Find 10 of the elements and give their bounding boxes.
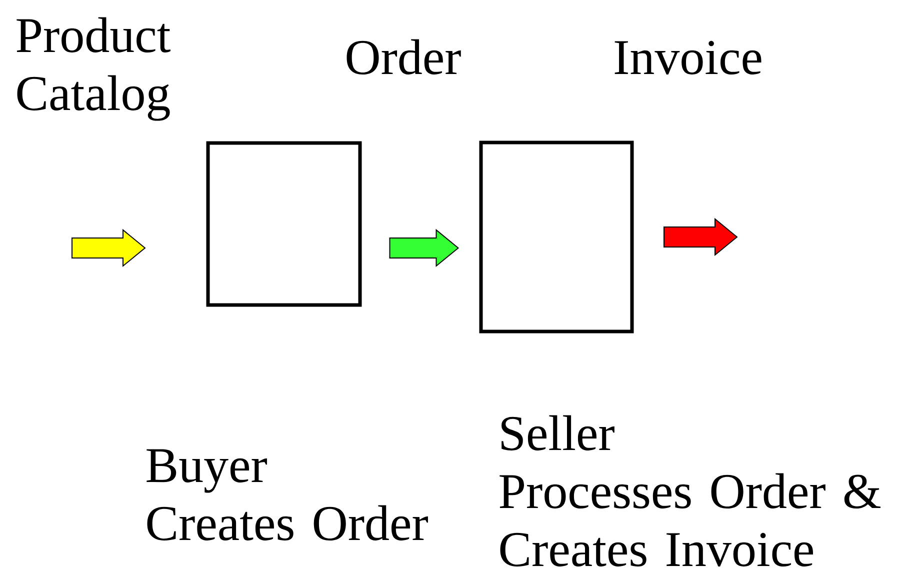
box-caption: Buyer <box>146 449 267 493</box>
box-caption: Processes Order & Creates Invoice <box>500 473 880 566</box>
edge-label: Order <box>346 39 461 74</box>
process-box <box>479 140 634 334</box>
arrow-label: Invoice <box>614 40 762 74</box>
block-arrow <box>389 228 460 268</box>
process-box <box>206 141 362 307</box>
box-caption: Seller <box>502 415 614 450</box>
arrow-label: Product Catalog <box>16 17 170 121</box>
box-caption: Creates Order <box>147 505 428 540</box>
